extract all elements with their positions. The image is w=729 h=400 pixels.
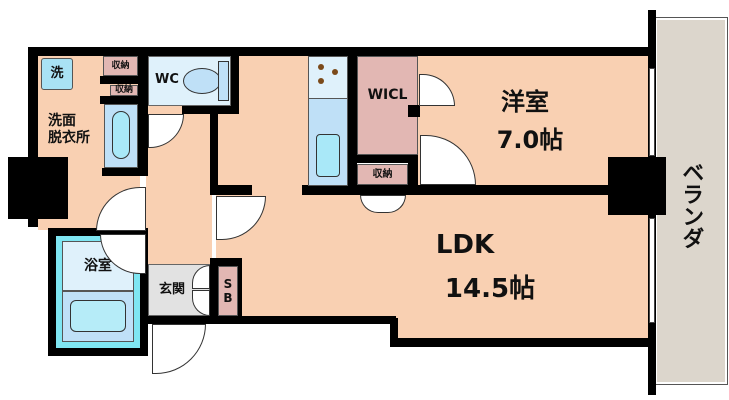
shoebox-label-s: S — [223, 276, 233, 291]
kitchen-sink-icon — [316, 134, 340, 177]
washroom-label-line2: 脱衣所 — [48, 130, 90, 146]
wall-mid-horizontal — [302, 185, 622, 195]
ldk-label: LDK — [435, 230, 495, 261]
door-front-entrance[interactable] — [152, 324, 206, 374]
wall-storage-divider — [100, 76, 140, 84]
balcony-label: ベランダ — [678, 161, 704, 249]
wall-wicl-bottom — [357, 155, 417, 163]
storage-small: 収納 — [110, 85, 138, 96]
window-western-room — [649, 68, 655, 156]
pillar-right — [608, 157, 666, 215]
shoebox-label-b: B — [223, 291, 233, 305]
wall-ldk-bottom — [390, 338, 652, 347]
wall-wash-wc — [138, 47, 148, 175]
western-room-label: 洋室 — [501, 87, 549, 116]
wall-wc-right — [231, 47, 239, 114]
wall-corridor-bottom — [210, 185, 252, 195]
wall-wicl-left — [347, 47, 357, 192]
burner-icon — [318, 64, 324, 70]
washer-space: 洗 — [41, 58, 73, 90]
toilet-tank-icon — [218, 61, 229, 101]
ldk-floor-lower — [392, 310, 650, 340]
wall-ldk-step — [390, 318, 398, 346]
washroom-label-line1: 洗面 — [48, 113, 76, 130]
wall-storage-divider2 — [100, 96, 140, 104]
bathtub-basin-icon — [70, 300, 126, 332]
burner-icon — [332, 69, 338, 75]
sink-icon — [112, 111, 130, 159]
storage-top: 収納 — [103, 56, 138, 76]
wall-left — [28, 47, 38, 227]
window-ldk — [649, 218, 655, 323]
toilet-icon — [183, 68, 221, 94]
wall-corridor — [210, 106, 218, 194]
wall-wash-bottom — [102, 168, 148, 176]
washroom-label: 洗面脱衣所 — [40, 110, 100, 150]
wall-wc-bottom — [182, 106, 237, 114]
ldk-floor — [216, 190, 650, 320]
western-room-size: 7.0帖 — [496, 125, 564, 154]
wall-wicl-door-jamb — [408, 105, 420, 117]
wall-top — [28, 47, 653, 56]
pillar-left — [8, 157, 68, 219]
wicl-room: WICL — [357, 56, 418, 155]
storage-closet: 収納 — [357, 164, 408, 185]
wc-label: WC — [155, 72, 179, 88]
ldk-size: 14.5帖 — [444, 274, 536, 305]
stove — [308, 56, 348, 99]
wall-entrance-bottom — [146, 316, 396, 324]
burner-icon — [318, 78, 324, 84]
